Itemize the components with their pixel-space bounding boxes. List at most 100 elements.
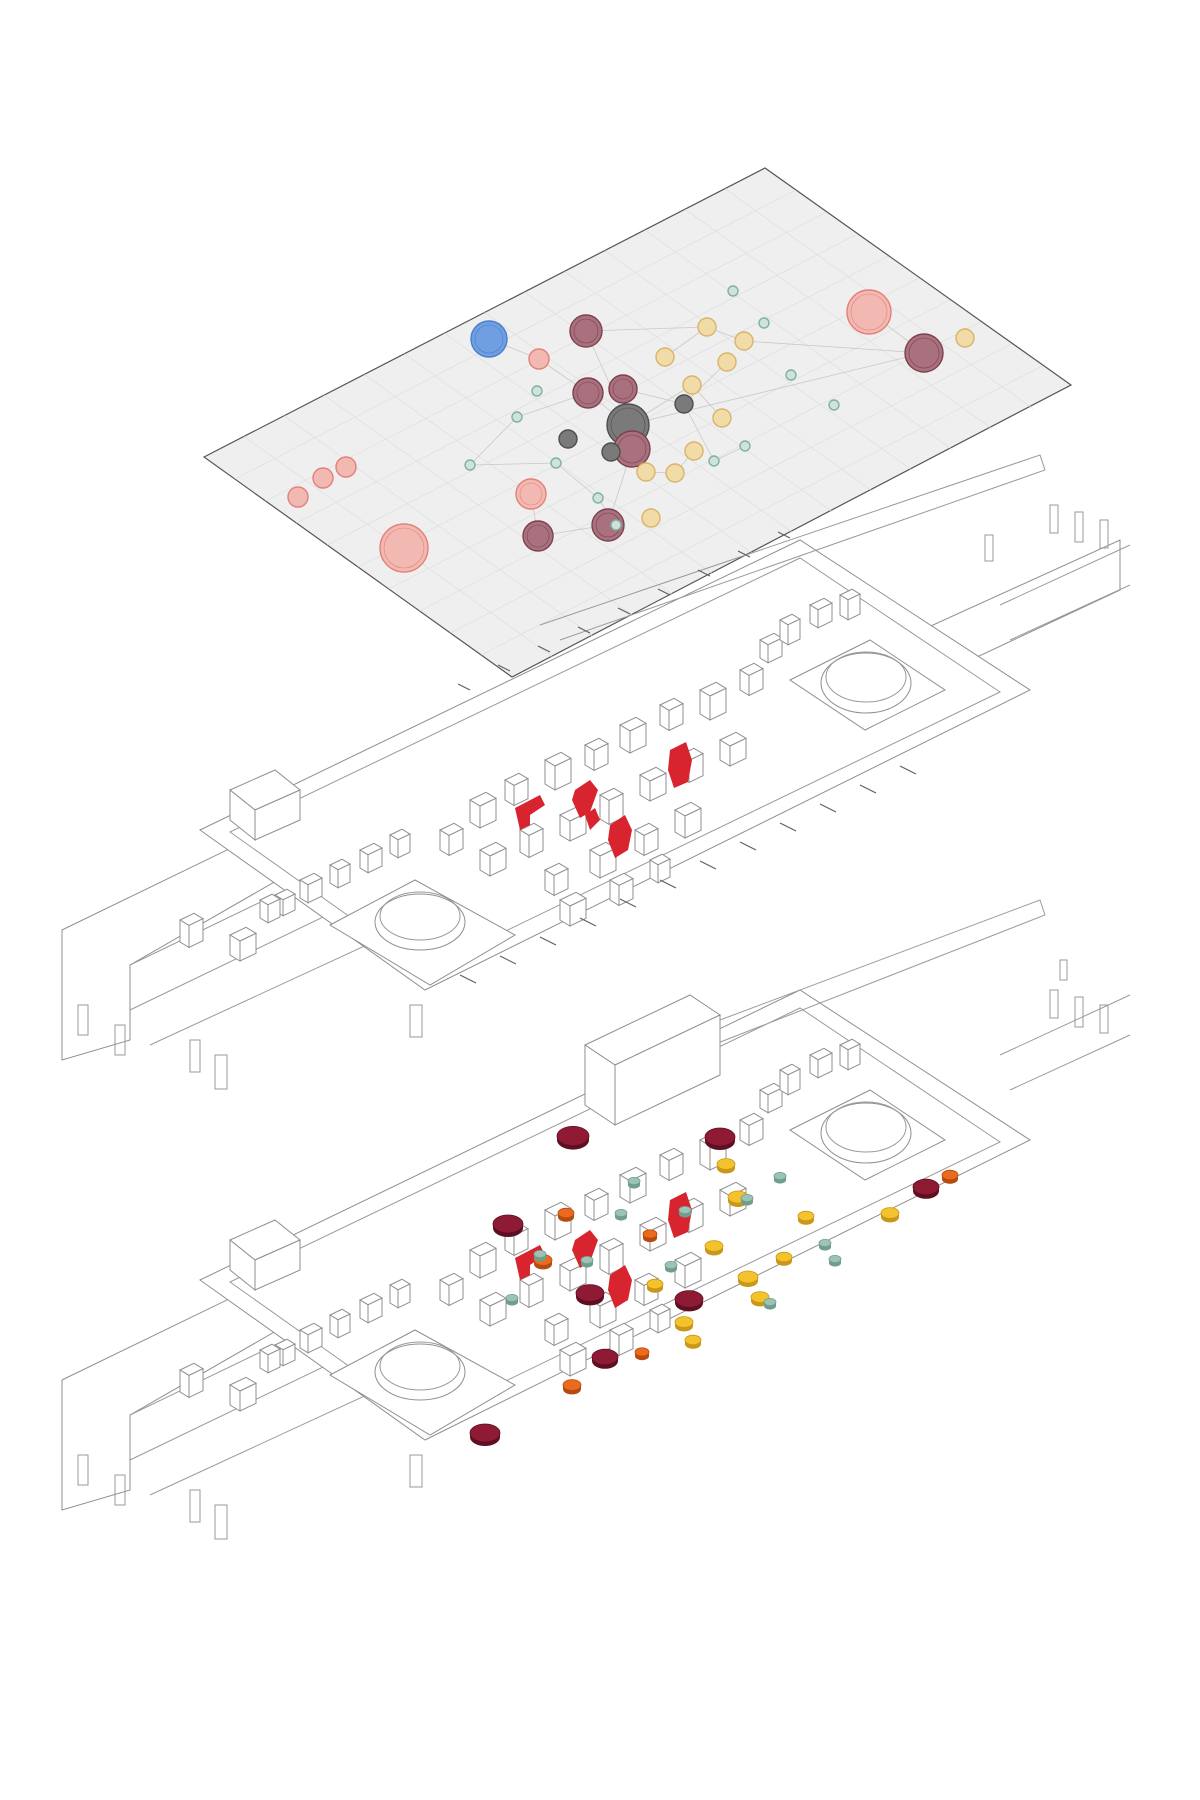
room-block xyxy=(468,1241,498,1279)
annex-box-upper xyxy=(229,769,301,842)
network-edge xyxy=(469,462,557,466)
room-block xyxy=(598,787,625,826)
room-block xyxy=(228,1376,258,1412)
room-block xyxy=(808,597,834,629)
grid-marker xyxy=(777,531,791,539)
activity-marker-yellow xyxy=(775,1251,793,1266)
entrance-block-lower xyxy=(583,994,722,1126)
network-node-ring xyxy=(908,337,940,369)
room-block xyxy=(698,681,728,721)
room-block xyxy=(673,1251,703,1289)
atrium-left-upper xyxy=(328,879,517,986)
activity-marker-dark-red xyxy=(575,1284,605,1306)
room-block xyxy=(808,1047,834,1079)
room-block xyxy=(543,862,570,897)
network-edge xyxy=(713,445,746,462)
room-block xyxy=(438,822,465,857)
network-node-pink xyxy=(287,486,309,508)
network-node-ring xyxy=(383,527,425,569)
network-node-yellow xyxy=(697,317,717,337)
network-edge xyxy=(683,403,715,462)
grid-marker xyxy=(619,898,637,908)
annex-box-lower xyxy=(229,1219,301,1292)
room-block xyxy=(778,613,802,646)
network-node-mauve xyxy=(522,520,554,552)
network-node-yellow xyxy=(665,463,685,483)
activity-marker-orange xyxy=(941,1169,959,1184)
network-node-sage xyxy=(531,385,543,397)
room-block xyxy=(758,632,784,664)
room-block xyxy=(583,1187,610,1222)
activity-marker-sage xyxy=(580,1256,594,1268)
room-block xyxy=(778,1063,802,1096)
network-node-sage xyxy=(464,459,476,471)
room-block xyxy=(648,1303,672,1334)
activity-marker-yellow xyxy=(750,1291,770,1307)
activity-marker-sage xyxy=(614,1209,628,1221)
activity-marker-sage xyxy=(533,1250,547,1262)
activity-marker-orange xyxy=(634,1347,650,1361)
highlighted-circulation-upper xyxy=(515,742,692,858)
network-node-yellow xyxy=(655,347,675,367)
network-map-layer xyxy=(202,167,1073,678)
network-node-sage xyxy=(708,455,720,467)
piers-right-upper xyxy=(984,504,1109,562)
network-edge xyxy=(555,462,599,499)
room-block xyxy=(298,872,324,904)
room-block xyxy=(478,841,508,877)
network-node-sage xyxy=(739,440,751,452)
activity-marker-yellow xyxy=(880,1207,900,1223)
room-block xyxy=(583,737,610,772)
network-node-pink xyxy=(528,348,550,370)
network-nodes xyxy=(287,285,975,573)
room-block xyxy=(543,751,573,791)
room-block xyxy=(558,806,588,842)
network-node-pink xyxy=(515,478,547,510)
room-block xyxy=(648,853,672,884)
network-node-ring xyxy=(573,318,599,344)
network-node-grey xyxy=(601,442,621,462)
network-node-mauve xyxy=(572,377,604,409)
grid-marker xyxy=(579,917,597,927)
network-node-sage xyxy=(592,492,604,504)
piers-left-lower xyxy=(77,1454,423,1540)
network-node-sage xyxy=(610,519,622,531)
network-node-blue xyxy=(470,320,508,358)
network-node-sage xyxy=(758,317,770,329)
room-block xyxy=(638,766,668,802)
room-block xyxy=(358,1292,384,1324)
activity-marker-sage xyxy=(818,1239,832,1251)
network-map-grid xyxy=(234,188,1043,657)
network-node-ring xyxy=(474,324,504,354)
floor-plan-layer-lower xyxy=(61,899,1131,1540)
activity-marker-dark-red xyxy=(912,1178,940,1199)
atrium-right-upper xyxy=(789,639,946,731)
atrium-right-lower xyxy=(789,1089,946,1181)
activity-marker-yellow xyxy=(797,1210,815,1225)
piers-left-upper xyxy=(77,1004,423,1090)
room-block xyxy=(738,662,765,697)
structural-grid-markers xyxy=(457,531,917,984)
floor-plan-layer-upper xyxy=(61,454,1131,1090)
activity-marker-dark-red xyxy=(591,1348,619,1369)
room-block xyxy=(673,801,703,839)
grid-marker xyxy=(539,936,557,946)
grid-marker xyxy=(577,626,591,634)
grid-marker xyxy=(537,645,551,653)
network-node-pink xyxy=(379,523,429,573)
room-block xyxy=(503,772,530,807)
network-node-grey xyxy=(674,394,694,414)
network-node-ring xyxy=(519,482,543,506)
room-block xyxy=(633,822,660,857)
room-block xyxy=(388,1278,412,1309)
activity-marker-yellow xyxy=(646,1278,664,1293)
network-node-mauve xyxy=(904,333,944,373)
network-node-yellow xyxy=(712,408,732,428)
room-block xyxy=(838,588,862,621)
piers-right-lower xyxy=(1049,959,1109,1034)
network-node-ring xyxy=(850,293,888,331)
activity-marker-dark-red xyxy=(492,1214,524,1237)
grid-marker xyxy=(457,683,471,691)
room-block xyxy=(258,893,282,924)
